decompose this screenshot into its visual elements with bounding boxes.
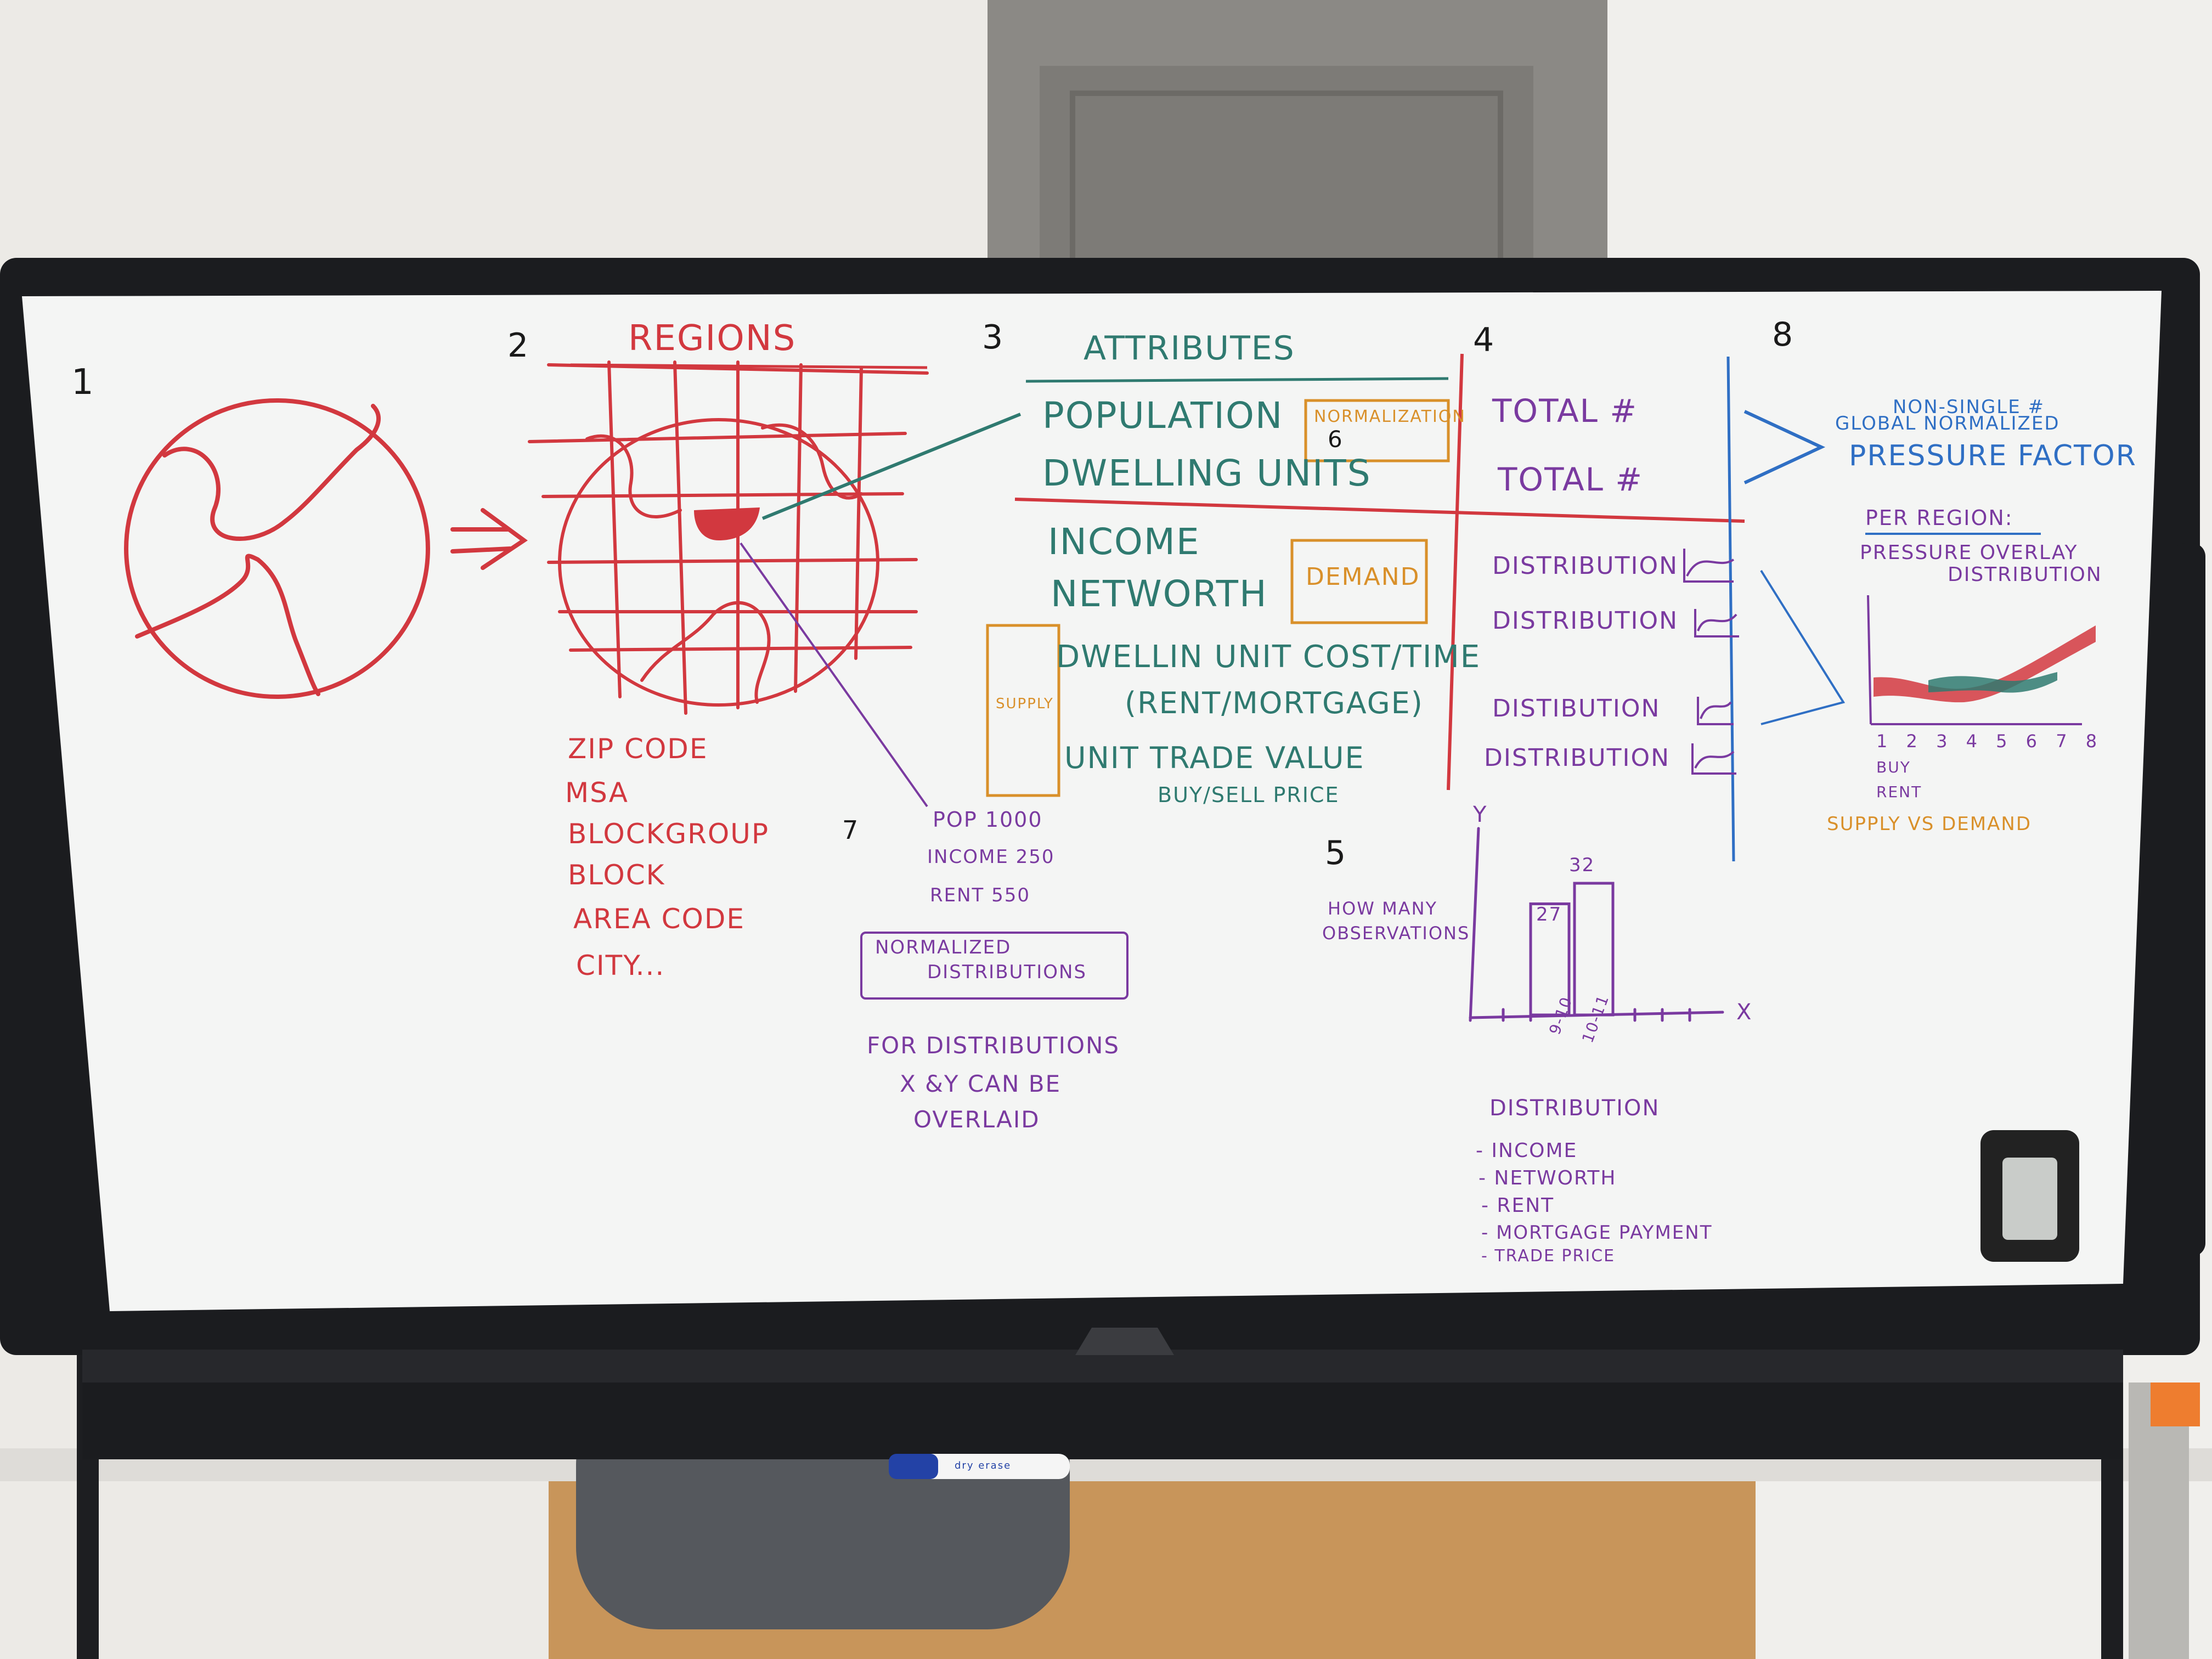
overlay-x-ticks: 1 2 3 4 5 6 7 8	[1876, 731, 2104, 752]
connector-to-population	[761, 413, 1022, 520]
regions-title: REGIONS	[628, 318, 797, 359]
globe-sketch	[124, 398, 430, 699]
distribution-item-trade-price: - TRADE PRICE	[1481, 1246, 1616, 1266]
ladder-cap	[2151, 1383, 2200, 1426]
normalization-label: NORMALIZATION	[1314, 407, 1466, 426]
attribute-population: POPULATION	[1042, 394, 1284, 437]
total-count-1: TOTAL #	[1492, 392, 1638, 430]
section-number-8: 8	[1772, 315, 1795, 354]
histogram-y-label: Y	[1473, 802, 1488, 827]
regions-underline	[570, 363, 928, 369]
attribute-dwelling-units: DWELLING UNITS	[1042, 452, 1372, 494]
histogram-axes	[1469, 827, 1724, 1022]
stand-knob	[2172, 543, 2205, 1256]
demand-label: DEMAND	[1306, 563, 1420, 591]
distribution-4: DISTRIBUTION	[1484, 744, 1671, 772]
highlighted-region	[694, 507, 760, 540]
connector-to-example	[740, 542, 928, 808]
supply-label: SUPPLY	[996, 696, 1054, 712]
board-clamp	[1075, 1328, 1174, 1355]
mini-distribution-icons	[1683, 549, 1739, 775]
attributes-title: ATTRIBUTES	[1084, 329, 1295, 368]
normalized-distributions-box	[860, 932, 1128, 1000]
example-pop: POP 1000	[933, 808, 1043, 832]
distribution-1: DISTRIBUTION	[1492, 552, 1679, 580]
attribute-cost-line1: DWELLIN UNIT COST/TIME	[1056, 639, 1481, 675]
section-number-4: 4	[1473, 321, 1496, 359]
section-number-3: 3	[982, 318, 1005, 357]
histogram-bar-10-11	[1573, 882, 1615, 1017]
section-number-5: 5	[1325, 834, 1347, 872]
overlay-distribution-label: DISTRIBUTION	[1948, 563, 2102, 586]
region-type-block: BLOCK	[568, 859, 665, 891]
bar-label-32: 32	[1569, 854, 1595, 876]
distribution-list-title: DISTRIBUTION	[1489, 1096, 1660, 1121]
column4-left-rule	[1447, 353, 1464, 791]
legend-rent: RENT	[1876, 783, 1922, 801]
attribute-cost-line2: (RENT/MORTGAGE)	[1125, 686, 1424, 720]
attributes-underline	[1025, 377, 1449, 383]
arrow-distribution-to-overlay	[1760, 569, 1846, 725]
section8-line1: NON-SINGLE #	[1893, 396, 2045, 418]
section-number-6: 6	[1328, 426, 1344, 453]
normalized-box-line1: NORMALIZED	[875, 936, 1012, 958]
total-count-2: TOTAL #	[1498, 461, 1644, 498]
marker-label: dry erase	[955, 1460, 1012, 1471]
attribute-trade-value: UNIT TRADE VALUE	[1064, 741, 1365, 775]
supply-vs-demand-label: SUPPLY VS DEMAND	[1827, 813, 2032, 835]
column4-right-rule	[1726, 356, 1735, 862]
marker-tray	[82, 1383, 2123, 1459]
attribute-buy-sell: BUY/SELL PRICE	[1158, 783, 1340, 807]
histogram-side-label-1: HOW MANY	[1328, 898, 1438, 919]
region-type-zip: ZIP CODE	[568, 733, 708, 765]
region-type-blockgroup: BLOCKGROUP	[568, 818, 770, 850]
arrow-to-section8	[1743, 410, 1826, 484]
demand-box	[1290, 539, 1428, 624]
distribution-item-mortgage: - MORTGAGE PAYMENT	[1481, 1222, 1713, 1244]
histogram-bars	[1529, 882, 1615, 1017]
pressure-factor-label: PRESSURE FACTOR	[1849, 439, 2137, 472]
distribution-item-networth: - NETWORTH	[1479, 1167, 1617, 1189]
board-surface	[22, 291, 2162, 1311]
overlay-band-buy	[1874, 625, 2096, 703]
region-type-city: CITY...	[576, 950, 665, 981]
example-income: INCOME 250	[927, 846, 1055, 868]
legend-buy: BUY	[1876, 758, 1911, 776]
per-region-label: PER REGION:	[1865, 506, 2013, 530]
distribution-3: DISTIBUTION	[1492, 695, 1661, 723]
histogram-side-label-2: OBSERVATIONS	[1322, 923, 1470, 944]
section-number-2: 2	[507, 326, 530, 365]
histogram-bar-9-10	[1529, 902, 1571, 1017]
example-rent: RENT 550	[930, 884, 1031, 906]
ladder	[2129, 1383, 2189, 1659]
arrow-1-to-2	[450, 508, 528, 570]
distribution-note-line1: FOR DISTRIBUTIONS	[867, 1032, 1120, 1059]
distribution-note-line2: X &Y CAN BE	[900, 1070, 1062, 1097]
distribution-2: DISTRIBUTION	[1492, 607, 1679, 635]
distribution-item-rent: - RENT	[1481, 1194, 1555, 1217]
bar-label-27: 27	[1536, 904, 1562, 926]
histogram-x-label: X	[1736, 1000, 1753, 1025]
section-number-1: 1	[71, 362, 95, 403]
marker-cap	[889, 1454, 938, 1479]
attributes-divider	[1014, 498, 1745, 523]
timer-screen	[2002, 1158, 2057, 1240]
distribution-item-income: - INCOME	[1476, 1139, 1578, 1162]
region-type-area-code: AREA CODE	[573, 903, 745, 935]
section8-line2: GLOBAL NORMALIZED	[1835, 413, 2060, 435]
region-type-msa: MSA	[565, 777, 629, 809]
attribute-income: INCOME	[1048, 521, 1200, 563]
normalization-box	[1304, 399, 1450, 462]
attribute-networth: NETWORTH	[1051, 573, 1268, 615]
distribution-note-line3: OVERLAID	[913, 1106, 1040, 1133]
overlay-band-rent	[1928, 672, 2057, 693]
supply-box	[986, 624, 1060, 797]
section-number-7: 7	[842, 815, 860, 845]
pressure-overlay-label: PRESSURE OVERLAY	[1860, 541, 2078, 564]
normalized-box-line2: DISTRIBUTIONS	[927, 961, 1087, 983]
overlay-chart-axes	[1867, 595, 2082, 725]
